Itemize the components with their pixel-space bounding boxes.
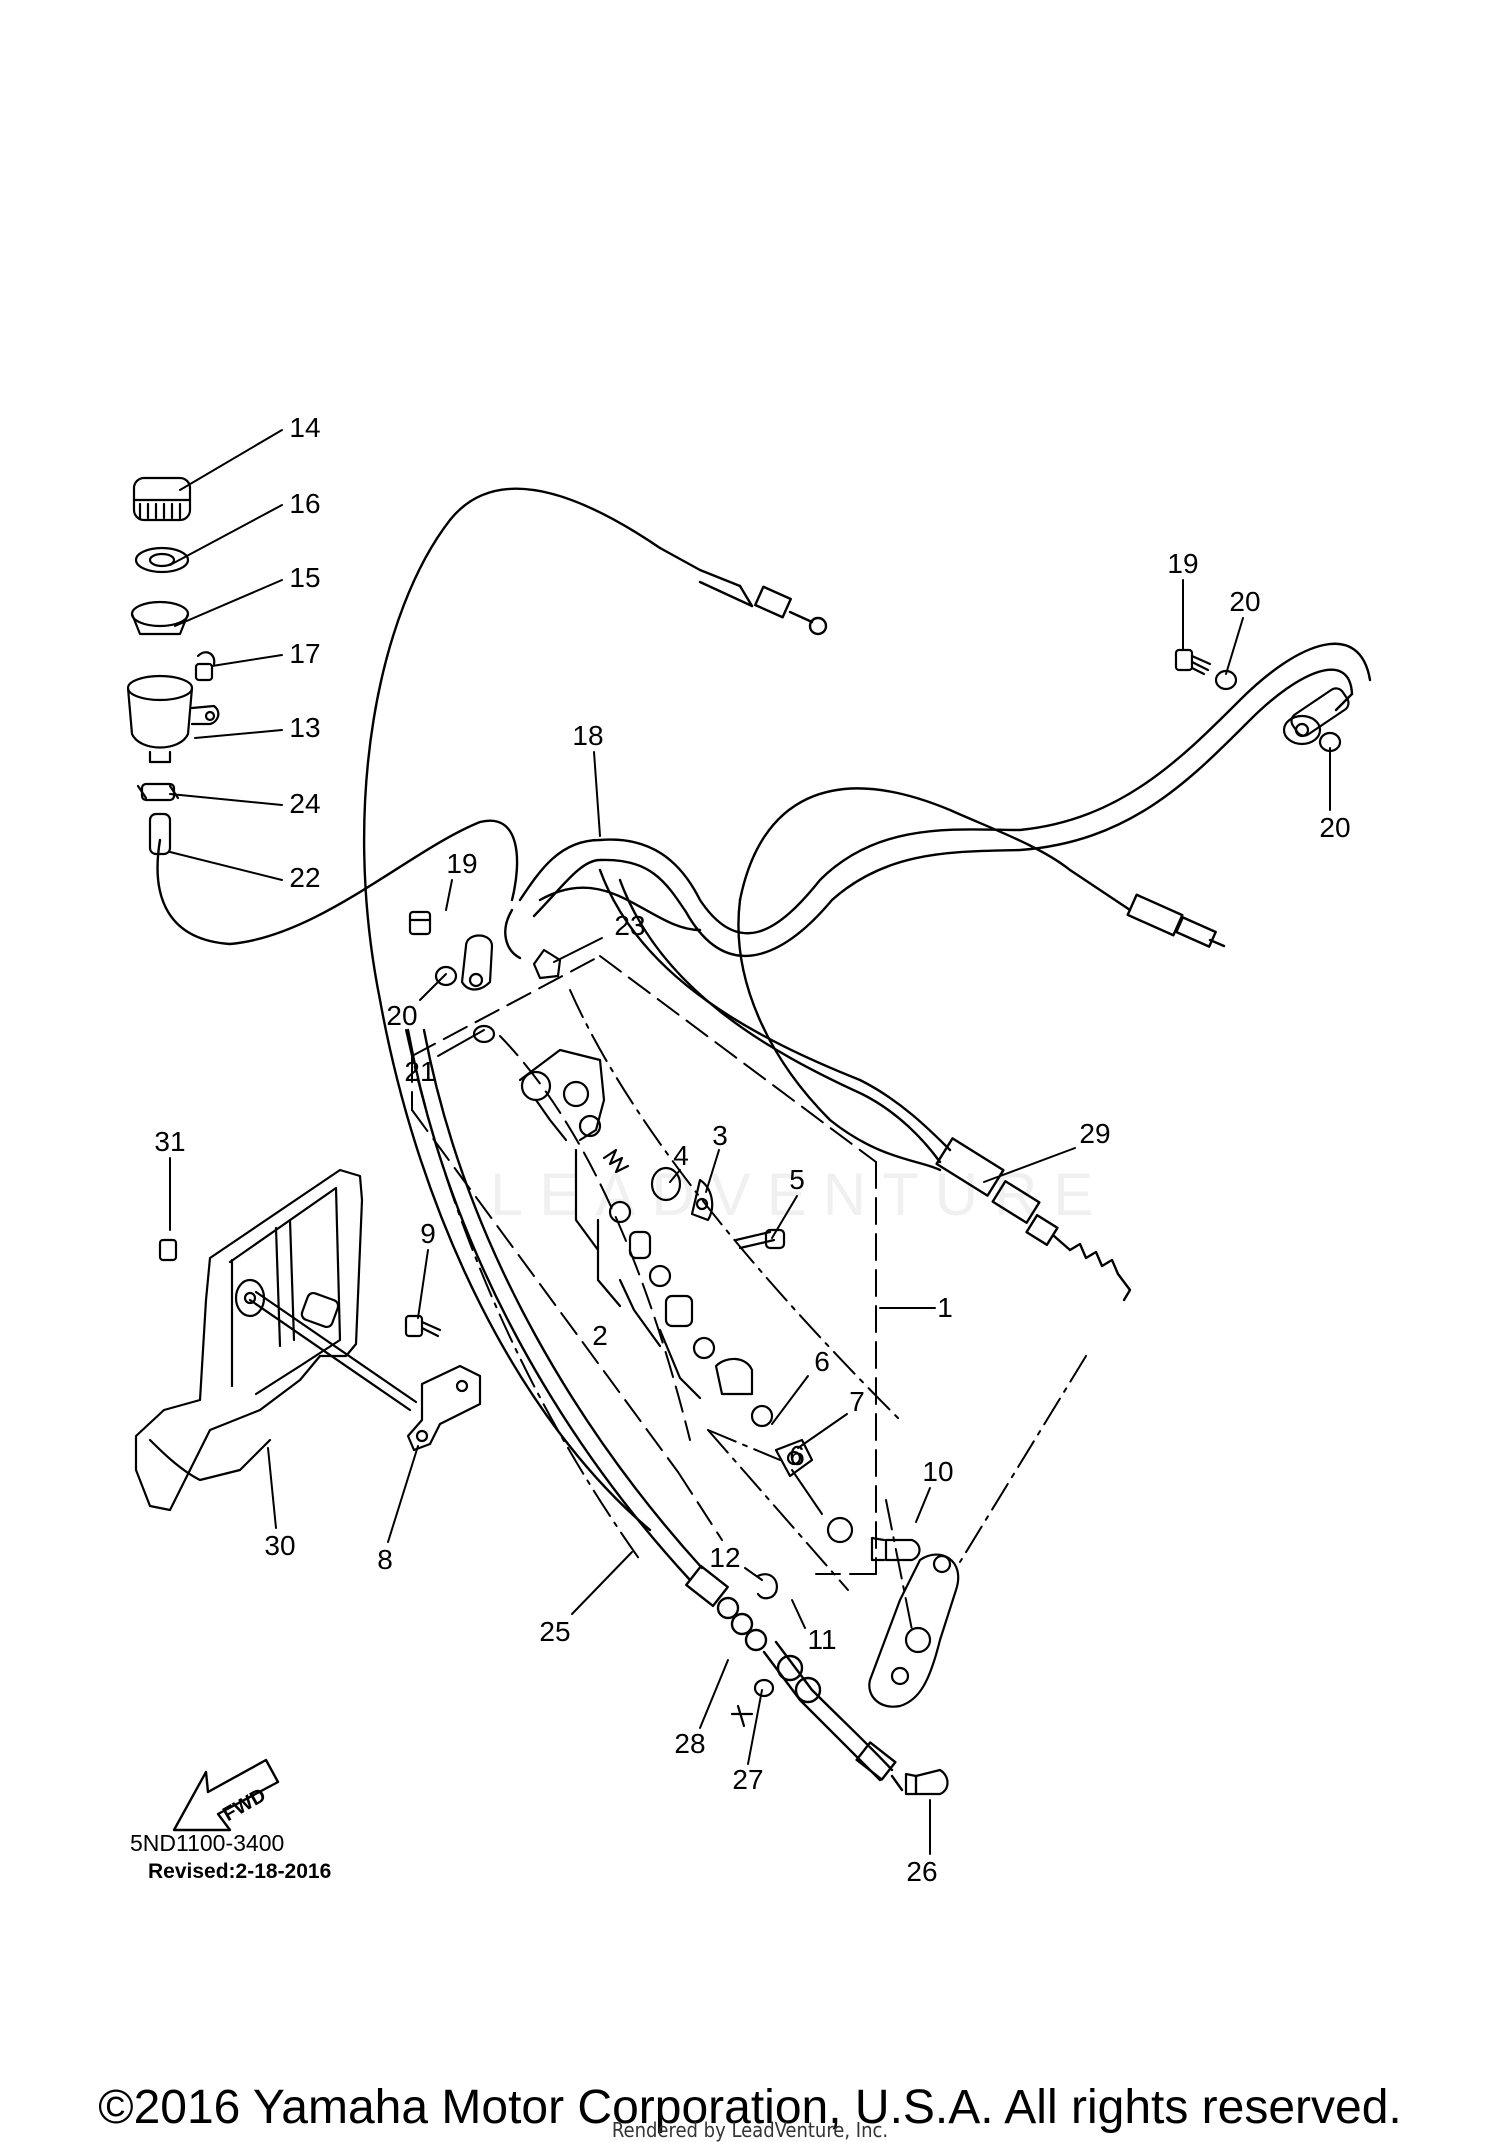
clutch-cable-29 — [598, 868, 1132, 1302]
callout-16: 16 — [289, 488, 321, 519]
callout-10: 10 — [922, 1456, 954, 1487]
leader-lines — [169, 429, 1331, 1855]
callout-28: 28 — [674, 1728, 706, 1759]
callout-21: 21 — [404, 1056, 436, 1087]
callout-12: 12 — [709, 1542, 741, 1573]
callout-1: 1 — [937, 1292, 953, 1323]
callout-19: 19 — [446, 848, 478, 879]
callout-11: 11 — [807, 1624, 837, 1655]
dash-dot-lines — [405, 989, 1087, 1631]
guard-30 — [134, 1168, 364, 1512]
brake-hose-18 — [504, 642, 1372, 960]
callout-25: 25 — [539, 1616, 571, 1647]
hose-25 — [406, 1028, 904, 1792]
callout-14: 14 — [289, 412, 321, 443]
callout-2: 2 — [592, 1320, 608, 1351]
watermark: LEADVENTURE — [490, 1161, 1110, 1228]
copyright-notice: ©2016 Yamaha Motor Corporation, U.S.A. A… — [98, 2081, 1402, 2134]
callout-9: 9 — [420, 1218, 436, 1249]
callout-3: 3 — [712, 1120, 728, 1151]
callout-18: 18 — [572, 720, 604, 751]
callout-13: 13 — [289, 712, 321, 743]
callout-20: 20 — [1229, 586, 1261, 617]
bracket-8 — [248, 1290, 482, 1452]
callout-26: 26 — [906, 1856, 938, 1887]
fwd-arrow-icon — [172, 1758, 280, 1832]
revised-date: Revised:2-18-2016 — [148, 1860, 332, 1883]
callout-19: 19 — [1167, 548, 1199, 579]
banjo-fitting-right — [1174, 648, 1350, 753]
master-cylinder-assembly — [408, 910, 854, 1544]
callout-27: 27 — [732, 1764, 764, 1795]
callout-8: 8 — [377, 1544, 393, 1575]
cables — [156, 487, 1226, 1532]
callout-20: 20 — [1319, 812, 1351, 843]
callout-31: 31 — [154, 1126, 186, 1157]
callout-20: 20 — [386, 1000, 418, 1031]
callout-24: 24 — [289, 788, 321, 819]
diagram-code: 5ND1100-3400 — [130, 1830, 285, 1856]
callout-17: 17 — [289, 638, 321, 669]
lever-plate — [730, 1536, 960, 1796]
rendered-by: Rendered by LeadVenture, Inc. — [611, 2118, 889, 2142]
callout-22: 22 — [289, 862, 321, 893]
callout-5: 5 — [789, 1164, 805, 1195]
reservoir-group — [126, 476, 220, 856]
callout-7: 7 — [849, 1386, 865, 1417]
callout-6: 6 — [814, 1346, 830, 1377]
callout-30: 30 — [264, 1530, 296, 1561]
callout-6: 6 — [789, 1440, 805, 1471]
callout-15: 15 — [289, 562, 321, 593]
callout-29: 29 — [1079, 1118, 1111, 1149]
callout-23: 23 — [614, 910, 646, 941]
callout-4: 4 — [673, 1140, 689, 1171]
